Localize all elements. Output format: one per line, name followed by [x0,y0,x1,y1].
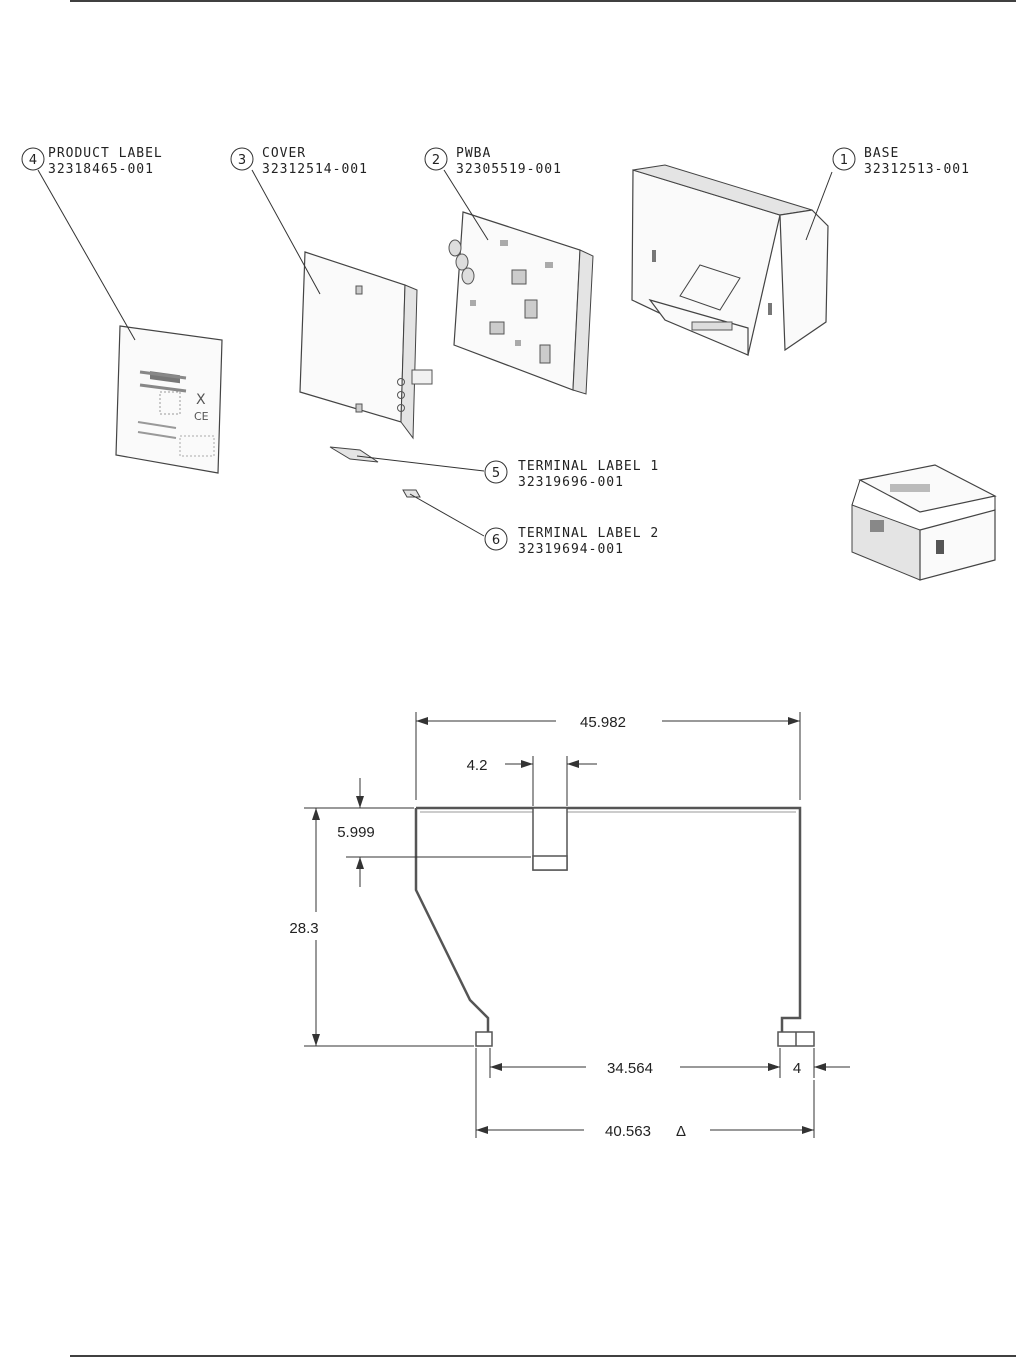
balloon-4-number: 4 [29,153,37,168]
callout-3-part: 32312514-001 [262,162,368,177]
product-label-part: X CE [116,326,222,473]
callout-4-name: PRODUCT LABEL [48,146,163,161]
balloon-1-number: 1 [840,153,848,168]
leader-3 [252,170,320,294]
dim-foot-width: 4 [793,1060,801,1077]
dimensioned-view: 45.982 4.2 5.999 28.3 34.564 [289,712,850,1140]
leader-4 [38,170,135,340]
leader-6 [410,494,484,536]
pwba-part [449,212,593,394]
dim-base-span: 40.563 [605,1123,651,1140]
callout-1-name: BASE [864,146,899,161]
svg-text:X: X [196,392,206,408]
dim-inner-span: 34.564 [607,1060,653,1077]
callout-6-name: TERMINAL LABEL 2 [518,526,659,541]
dim-slot-depth: 5.999 [337,824,375,841]
assembled-module [852,465,995,580]
svg-text:CE: CE [194,410,209,423]
callout-2-name: PWBA [456,146,491,161]
dim-overall-width: 45.982 [580,714,626,731]
dim-height: 28.3 [289,920,318,937]
balloon-5-number: 5 [492,466,500,481]
callout-2-part: 32305519-001 [456,162,562,177]
callout-5-part: 32319696-001 [518,475,624,490]
leader-5 [357,456,484,471]
cover-part [300,252,432,438]
balloon-2-number: 2 [432,153,440,168]
exploded-view: X CE [22,146,995,580]
delta-symbol: Δ [676,1123,686,1140]
dim-slot-width: 4.2 [467,757,488,774]
callout-5-name: TERMINAL LABEL 1 [518,459,659,474]
balloon-6-number: 6 [492,533,500,548]
callout-4-part: 32318465-001 [48,162,154,177]
callout-6-part: 32319694-001 [518,542,624,557]
terminal-label-1-part [330,447,378,462]
base-profile-outline [416,808,800,1032]
balloon-3-number: 3 [238,153,246,168]
left-foot [476,1032,492,1046]
base-part [632,165,828,355]
terminal-label-2-part [403,490,420,497]
callout-3-name: COVER [262,146,306,161]
callout-1-part: 32312513-001 [864,162,970,177]
